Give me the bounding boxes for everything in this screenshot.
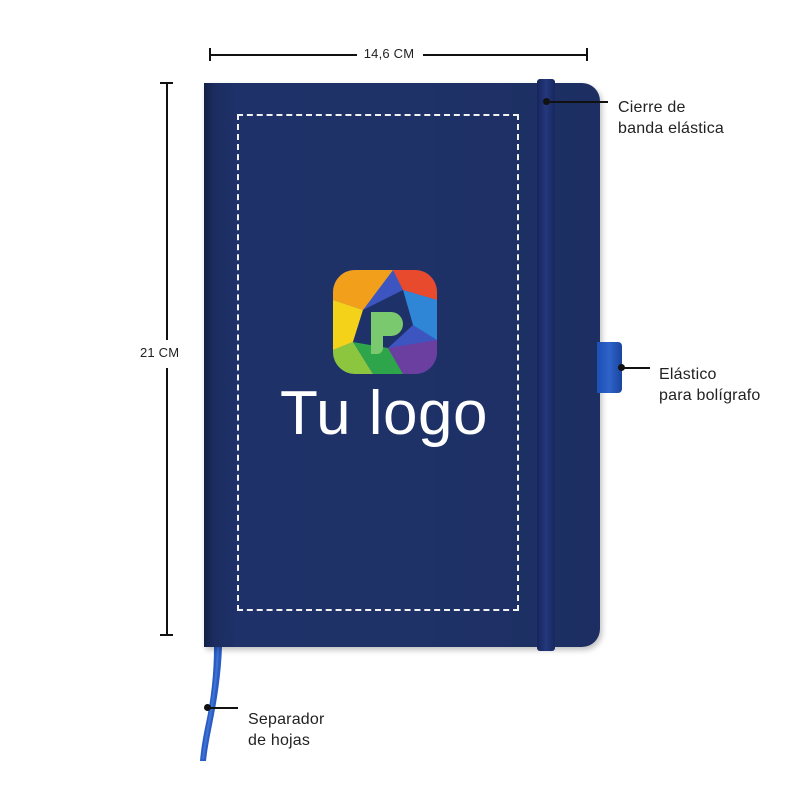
elastic-closure-band: [537, 79, 555, 651]
pen-loop-callout-line-2: para bolígrafo: [659, 387, 761, 404]
logo-text: Tu logo: [280, 379, 488, 448]
print-area-outline: [237, 114, 519, 611]
width-dimension-line-right: [423, 54, 587, 56]
pen-loop-callout-line: [624, 367, 650, 369]
ribbon-bookmark: [200, 647, 222, 761]
closure-callout-line-1: Cierre de: [618, 99, 686, 116]
pen-loop-callout-label: Elástico para bolígrafo: [659, 364, 761, 406]
closure-callout-line: [550, 101, 608, 103]
bookmark-callout-label: Separador de hojas: [248, 709, 325, 751]
width-dimension-line-left: [209, 54, 357, 56]
pen-loop-callout-line-1: Elástico: [659, 366, 717, 383]
width-dimension: 14,6 CM: [209, 46, 589, 62]
closure-callout-dot: [543, 98, 550, 105]
bookmark-callout-line-1: Separador: [248, 711, 325, 728]
bookmark-callout-dot: [204, 704, 211, 711]
height-dimension-line-bottom: [166, 368, 168, 634]
height-dimension: 21 CM: [140, 82, 200, 638]
closure-callout-label: Cierre de banda elástica: [618, 97, 724, 139]
width-dimension-tick-right: [586, 48, 588, 61]
width-dimension-label: 14,6 CM: [363, 46, 415, 61]
pen-loop: [597, 342, 622, 393]
height-dimension-label: 21 CM: [140, 345, 180, 360]
height-dimension-tick-bottom: [160, 634, 173, 636]
notebook-spine: [204, 83, 214, 647]
logo-icon: [333, 270, 437, 374]
closure-callout-line-2: banda elástica: [618, 120, 724, 137]
bookmark-callout-line: [210, 707, 238, 709]
height-dimension-line-top: [166, 82, 168, 340]
pen-loop-callout-dot: [618, 364, 625, 371]
bookmark-callout-line-2: de hojas: [248, 732, 311, 749]
width-dimension-tick-left: [209, 48, 211, 61]
